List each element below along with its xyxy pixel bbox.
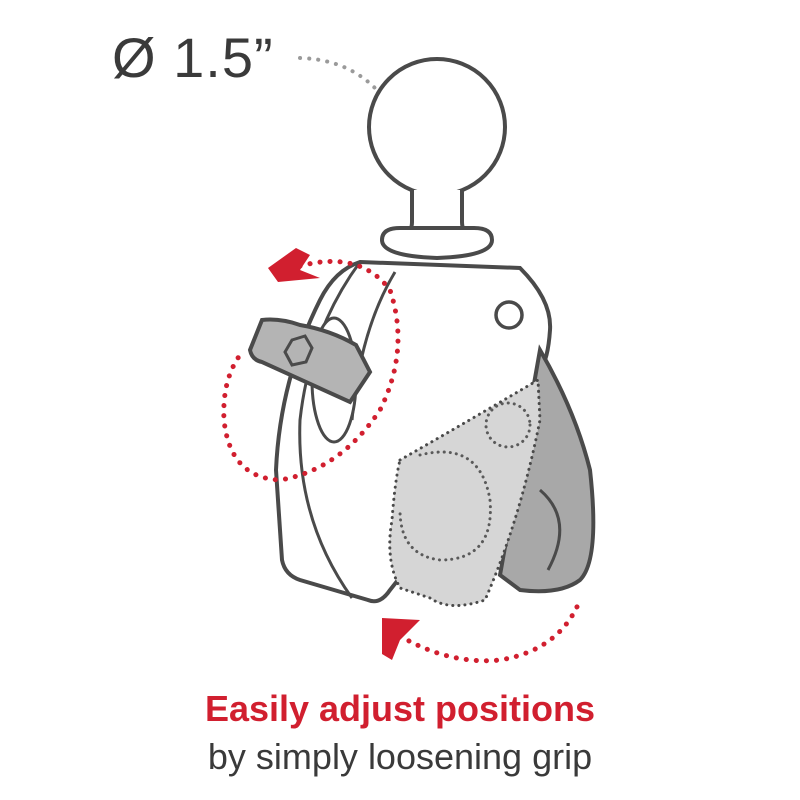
rotate-arrow-top-icon [268, 248, 320, 282]
caption-headline: Easily adjust positions [204, 688, 596, 729]
dimension-leader-line [298, 56, 402, 127]
pivot-hole [494, 300, 524, 330]
rubber-pad [388, 377, 542, 607]
back-jaw [497, 344, 596, 594]
ball-diameter-label: Ø 1.5” [112, 26, 274, 89]
rotate-arrow-bottom-icon [382, 618, 420, 660]
ball [367, 57, 507, 197]
tightening-knob [247, 317, 373, 405]
caption-subline: by simply loosening grip [207, 736, 593, 777]
rotation-path-bottom [397, 597, 583, 664]
